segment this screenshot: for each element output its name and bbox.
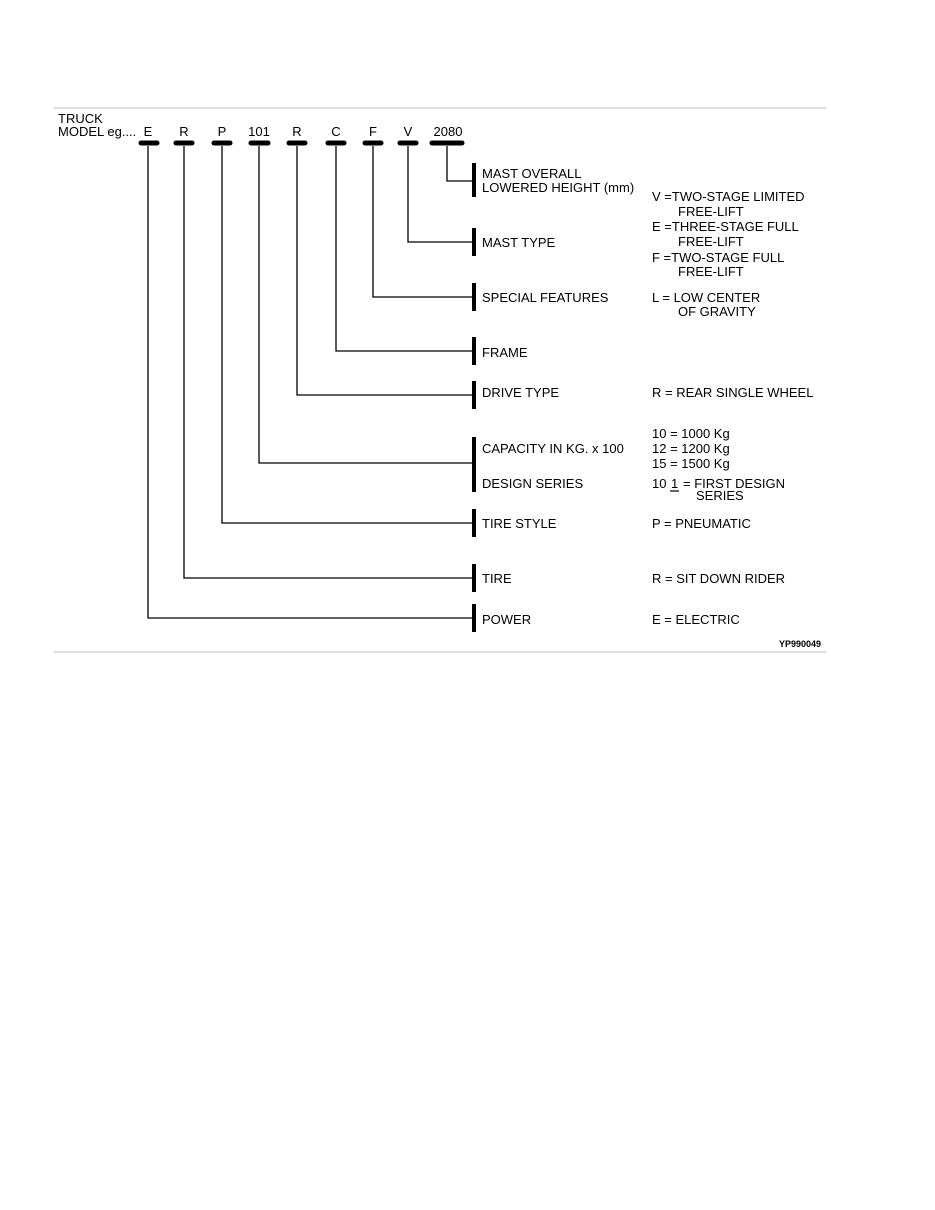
- connector-mast-height: [446, 146, 473, 182]
- connector-frame: [335, 146, 473, 352]
- desc-mast-f-line2: FREE-LIFT: [678, 264, 744, 279]
- label-tire: TIRE: [482, 571, 512, 586]
- label-mast-height-line2: LOWERED HEIGHT (mm): [482, 180, 634, 195]
- code-mast-height: 2080: [434, 124, 463, 139]
- figure-id: YP990049: [779, 639, 821, 649]
- desc-mast-e-line2: FREE-LIFT: [678, 234, 744, 249]
- desc-capacity-15: 15 = 1500 Kg: [652, 456, 730, 471]
- label-mast-type: MAST TYPE: [482, 235, 556, 250]
- label-tire-style: TIRE STYLE: [482, 516, 557, 531]
- label-drive-type: DRIVE TYPE: [482, 385, 559, 400]
- truck-label: TRUCK: [58, 111, 103, 126]
- label-mast-height-line1: MAST OVERALL: [482, 166, 581, 181]
- connector-tire: [183, 146, 473, 579]
- code-capacity: 101: [248, 124, 270, 139]
- code-special-features: F: [369, 124, 377, 139]
- desc-capacity-10: 10 = 1000 Kg: [652, 426, 730, 441]
- desc-tire: R = SIT DOWN RIDER: [652, 571, 785, 586]
- connector-special-features: [372, 146, 473, 298]
- desc-tire-style: P = PNEUMATIC: [652, 516, 751, 531]
- label-frame: FRAME: [482, 345, 528, 360]
- code-frame: C: [331, 124, 340, 139]
- desc-design-digit: 1: [671, 476, 678, 491]
- code-mast-type: V: [404, 124, 413, 139]
- connector-capacity: [258, 146, 473, 464]
- desc-mast-v-line2: FREE-LIFT: [678, 204, 744, 219]
- code-tire: R: [179, 124, 188, 139]
- desc-special-line2: OF GRAVITY: [678, 304, 756, 319]
- connector-tire-style: [221, 146, 473, 524]
- desc-drive-type: R = REAR SINGLE WHEEL: [652, 385, 813, 400]
- code-tire-style: P: [218, 124, 227, 139]
- label-special-features: SPECIAL FEATURES: [482, 290, 609, 305]
- desc-mast-f-line1: F =TWO-STAGE FULL: [652, 250, 784, 265]
- connector-power: [147, 146, 473, 619]
- desc-capacity-12: 12 = 1200 Kg: [652, 441, 730, 456]
- desc-mast-e-line1: E =THREE-STAGE FULL: [652, 219, 799, 234]
- connector-mast-type: [407, 146, 473, 243]
- label-power: POWER: [482, 612, 531, 627]
- code-drive-type: R: [292, 124, 301, 139]
- desc-mast-v-line1: V =TWO-STAGE LIMITED: [652, 189, 805, 204]
- desc-design-line2: SERIES: [696, 488, 744, 503]
- connector-drive-type: [296, 146, 473, 396]
- desc-power: E = ELECTRIC: [652, 612, 740, 627]
- desc-special-line1: L = LOW CENTER: [652, 290, 760, 305]
- desc-design-prefix: 10: [652, 476, 666, 491]
- label-design-series: DESIGN SERIES: [482, 476, 583, 491]
- model-example-label: MODEL eg....: [58, 124, 136, 139]
- desc-design-line1: = FIRST DESIGN: [683, 476, 785, 491]
- code-power: E: [144, 124, 153, 139]
- label-capacity: CAPACITY IN KG. x 100: [482, 441, 624, 456]
